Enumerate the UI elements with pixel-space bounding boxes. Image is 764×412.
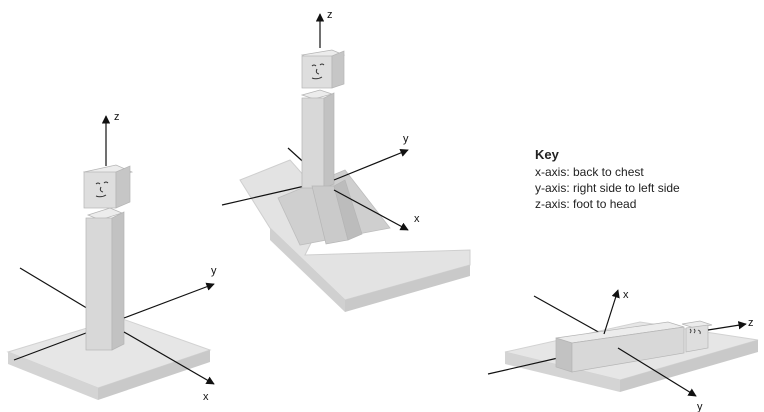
reclined-face-icon xyxy=(311,63,325,80)
reclined-body xyxy=(301,97,325,189)
lying-body xyxy=(555,337,573,373)
lying-z-label: z xyxy=(748,317,754,329)
key-title: Key xyxy=(535,147,559,162)
lying-y-label: y xyxy=(697,401,703,412)
key-line-z: z-axis: foot to head xyxy=(535,197,637,211)
key-line-y: y-axis: right side to left side xyxy=(535,181,680,195)
reclined-y-label: y xyxy=(403,133,409,145)
reclined-x-label: x xyxy=(414,213,420,225)
reclined-figure: z y x xyxy=(221,9,471,312)
lying-figure: x z y xyxy=(487,289,759,412)
standing-x-label: x xyxy=(203,391,209,403)
standing-platform-edge xyxy=(8,352,98,400)
standing-figure: z y x xyxy=(6,111,217,403)
lying-head xyxy=(685,324,709,353)
standing-platform-edge-right xyxy=(98,350,210,400)
lying-x-label: x xyxy=(623,289,629,301)
reclined-z-label: z xyxy=(327,9,333,21)
reclined-head xyxy=(301,55,333,89)
axis-key: Key x-axis: back to chest y-axis: right … xyxy=(535,147,680,212)
standing-y-label: y xyxy=(211,265,217,277)
standing-z-label: z xyxy=(114,111,120,123)
standing-body xyxy=(85,217,113,351)
key-line-x: x-axis: back to chest xyxy=(535,165,644,179)
lying-face-icon xyxy=(689,328,701,335)
standing-face-icon xyxy=(95,181,109,198)
